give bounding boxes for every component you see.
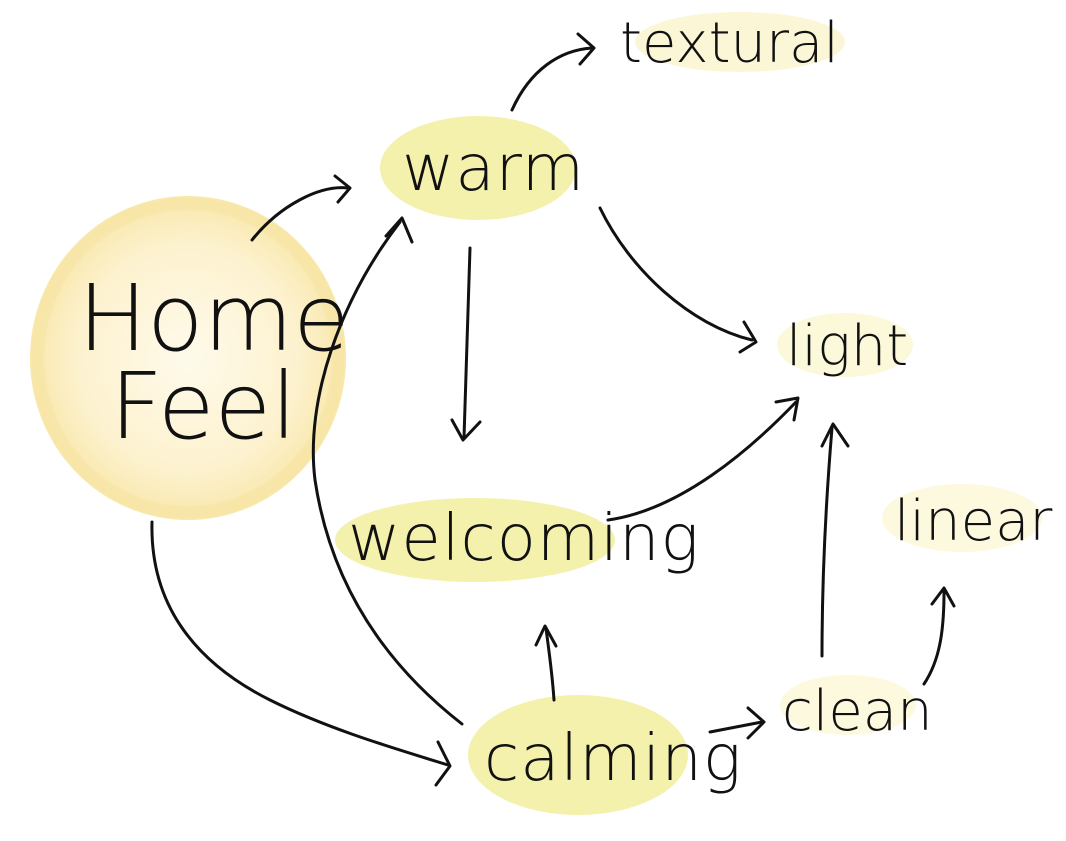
calming-highlight — [468, 695, 688, 815]
clean-highlight — [780, 675, 916, 735]
edge-clean-light — [820, 426, 834, 658]
edge-warm-light — [598, 206, 754, 342]
highlights — [30, 12, 1042, 815]
clean-label: clean — [782, 679, 933, 744]
edge-home-calming — [150, 520, 450, 767]
labels: Home Feel warm textural light welcoming … — [78, 11, 1052, 796]
calming-label: calming — [484, 722, 742, 796]
welcoming-highlight — [335, 498, 615, 582]
edges — [150, 32, 956, 787]
arrowhead-calming-clean — [746, 706, 766, 740]
home-feel-highlight — [30, 196, 346, 520]
warm-highlight — [380, 116, 576, 220]
edge-calming-clean — [708, 720, 764, 734]
home-label-line2: Feel — [110, 353, 297, 460]
arrowhead-warm-light — [738, 320, 758, 354]
arrowhead-welcoming-light — [774, 396, 800, 422]
textural-label: textural — [620, 11, 839, 76]
home-feel-ring — [32, 198, 344, 518]
edge-calming-welcoming — [544, 626, 556, 702]
light-highlight — [777, 313, 913, 377]
arrowhead-warm-textural — [576, 32, 596, 66]
textural-highlight — [635, 12, 845, 72]
edge-warm-welcoming — [462, 246, 472, 440]
arrowhead-warm-welcoming — [450, 418, 482, 442]
light-label: light — [786, 314, 908, 379]
arrowhead-clean-linear — [930, 586, 956, 608]
arrowhead-clean-light — [820, 422, 850, 448]
edge-clean-linear — [922, 590, 946, 686]
home-label-line1: Home — [78, 265, 350, 372]
edge-home-warm — [250, 186, 350, 242]
arrowhead-home-calming — [434, 740, 452, 787]
warm-label: warm — [402, 132, 585, 206]
edge-welcoming-light — [606, 400, 798, 522]
welcoming-label: welcoming — [348, 502, 700, 576]
linear-highlight — [882, 484, 1042, 552]
edge-warm-textural — [510, 46, 594, 112]
arrowhead-calming-welcoming — [534, 624, 558, 648]
arrowhead-home-warm — [333, 174, 352, 204]
linear-label: linear — [894, 489, 1052, 554]
arrowhead-calming-warm — [384, 216, 414, 244]
edge-calming-warm — [311, 220, 464, 726]
